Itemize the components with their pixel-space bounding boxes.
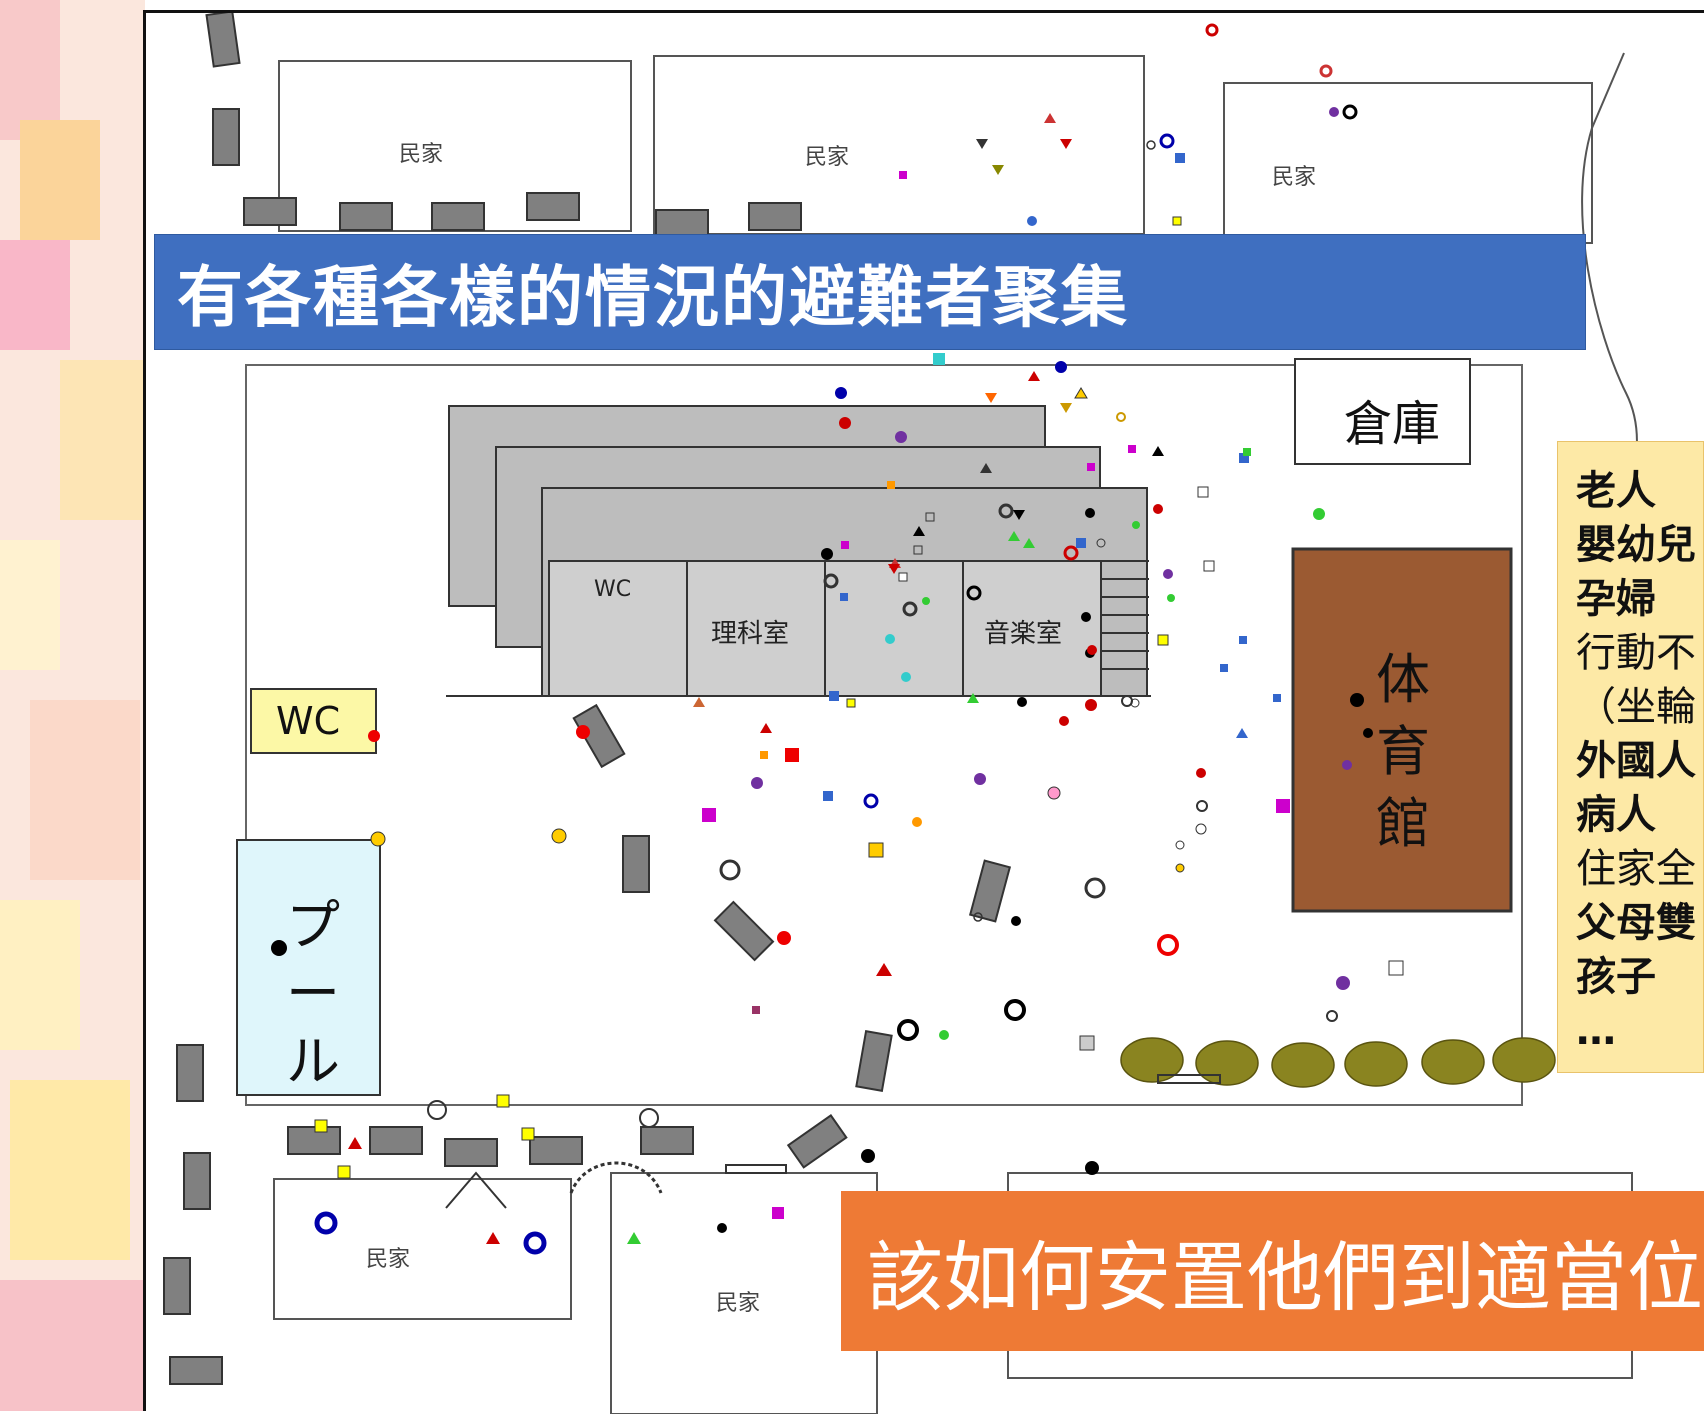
gym-label-2: 育 <box>1376 720 1430 783</box>
evacuee-markers <box>271 23 1404 1255</box>
evacuee-type-mobility: 行動不 <box>1576 630 1696 676</box>
house-label-top-3: 民家 <box>1272 165 1317 190</box>
evacuee-type-sick: 病人 <box>1576 792 1656 838</box>
bench <box>1157 1074 1221 1084</box>
horizontal-bar <box>725 1164 787 1174</box>
house-label-bottom-2: 民家 <box>716 1291 761 1316</box>
evacuee-types-panel: 老人 嬰幼兒 孕婦 行動不 （坐輪 外國人 病人 住家全 父母雙 孩子 … <box>1557 441 1704 1073</box>
house-top-2 <box>653 55 1145 235</box>
evacuee-type-home-destroyed: 住家全 <box>1576 846 1696 892</box>
pool-label-2: ー <box>286 962 340 1025</box>
outdoor-wc-label: WC <box>276 699 341 743</box>
house-label-top-2: 民家 <box>805 145 850 170</box>
evacuee-type-orphaned: 父母雙 <box>1576 900 1696 946</box>
warehouse-label: 倉庫 <box>1344 396 1441 452</box>
outdoor-wc <box>250 688 377 754</box>
evacuee-type-pregnant: 孕婦 <box>1576 576 1656 622</box>
evacuee-type-wheelchair: （坐輪 <box>1576 684 1696 730</box>
house-bottom-1 <box>273 1178 572 1320</box>
stairs <box>1101 560 1149 670</box>
room-label-science: 理科室 <box>711 619 790 649</box>
trees <box>1120 1037 1556 1088</box>
room-science <box>686 560 826 697</box>
evacuee-type-foreigners: 外國人 <box>1576 738 1696 784</box>
gym-label-1: 体 <box>1376 648 1430 711</box>
gym-label-3: 館 <box>1376 792 1430 855</box>
gym <box>1291 547 1513 913</box>
pool-label-1: プ <box>286 894 340 957</box>
jungle-gym-arch <box>569 1161 663 1194</box>
school-grounds <box>245 364 1523 1106</box>
cars <box>163 13 1012 1385</box>
map-drawing <box>163 13 1638 1414</box>
evacuee-type-children: 孩子 <box>1576 954 1656 1000</box>
room-label-music: 音楽室 <box>984 619 1063 649</box>
evacuee-type-elderly: 老人 <box>1576 468 1656 514</box>
pool-label-3: ル <box>286 1030 340 1093</box>
question-banner: 該如何安置他們到適當位 <box>841 1191 1704 1351</box>
pool <box>236 839 381 1096</box>
room-music <box>962 560 1102 697</box>
evacuee-type-infants: 嬰幼兒 <box>1576 522 1696 568</box>
room-blank <box>824 560 964 697</box>
house-label-top-1: 民家 <box>399 142 444 167</box>
title-banner: 有各種各樣的情況的避難者聚集 <box>154 234 1586 350</box>
warehouse <box>1294 358 1471 465</box>
slide <box>445 1171 507 1209</box>
decorative-background <box>0 0 145 1411</box>
room-label-wc: WC <box>594 577 632 602</box>
evacuee-type-more: … <box>1576 1008 1616 1054</box>
house-label-bottom-1: 民家 <box>366 1247 411 1272</box>
